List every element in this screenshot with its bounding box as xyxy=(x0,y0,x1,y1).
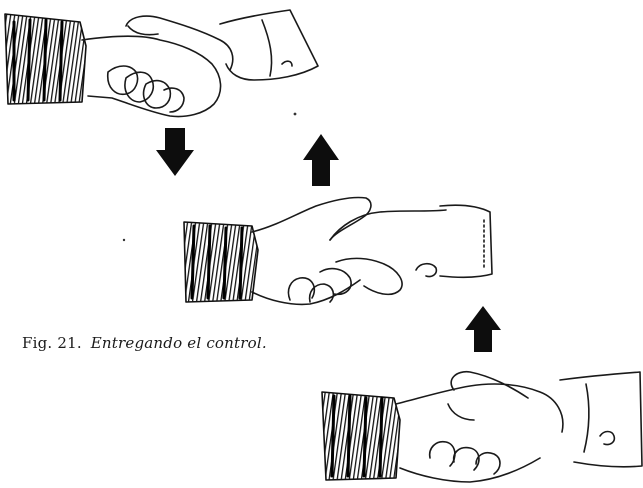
figure-title: Entregando el control. xyxy=(91,334,267,352)
arrow-up-middle-icon xyxy=(303,134,339,186)
arrow-up-right-icon xyxy=(465,306,501,352)
figure-number: Fig. 21. xyxy=(22,334,82,352)
handshake-middle-icon xyxy=(184,197,492,304)
figure-caption: Fig. 21. Entregando el control. xyxy=(22,334,267,352)
handshake-top-icon xyxy=(5,10,318,117)
arrow-down-icon xyxy=(156,128,194,176)
speck-marks xyxy=(123,113,297,242)
handshake-bottom-icon xyxy=(322,372,642,482)
